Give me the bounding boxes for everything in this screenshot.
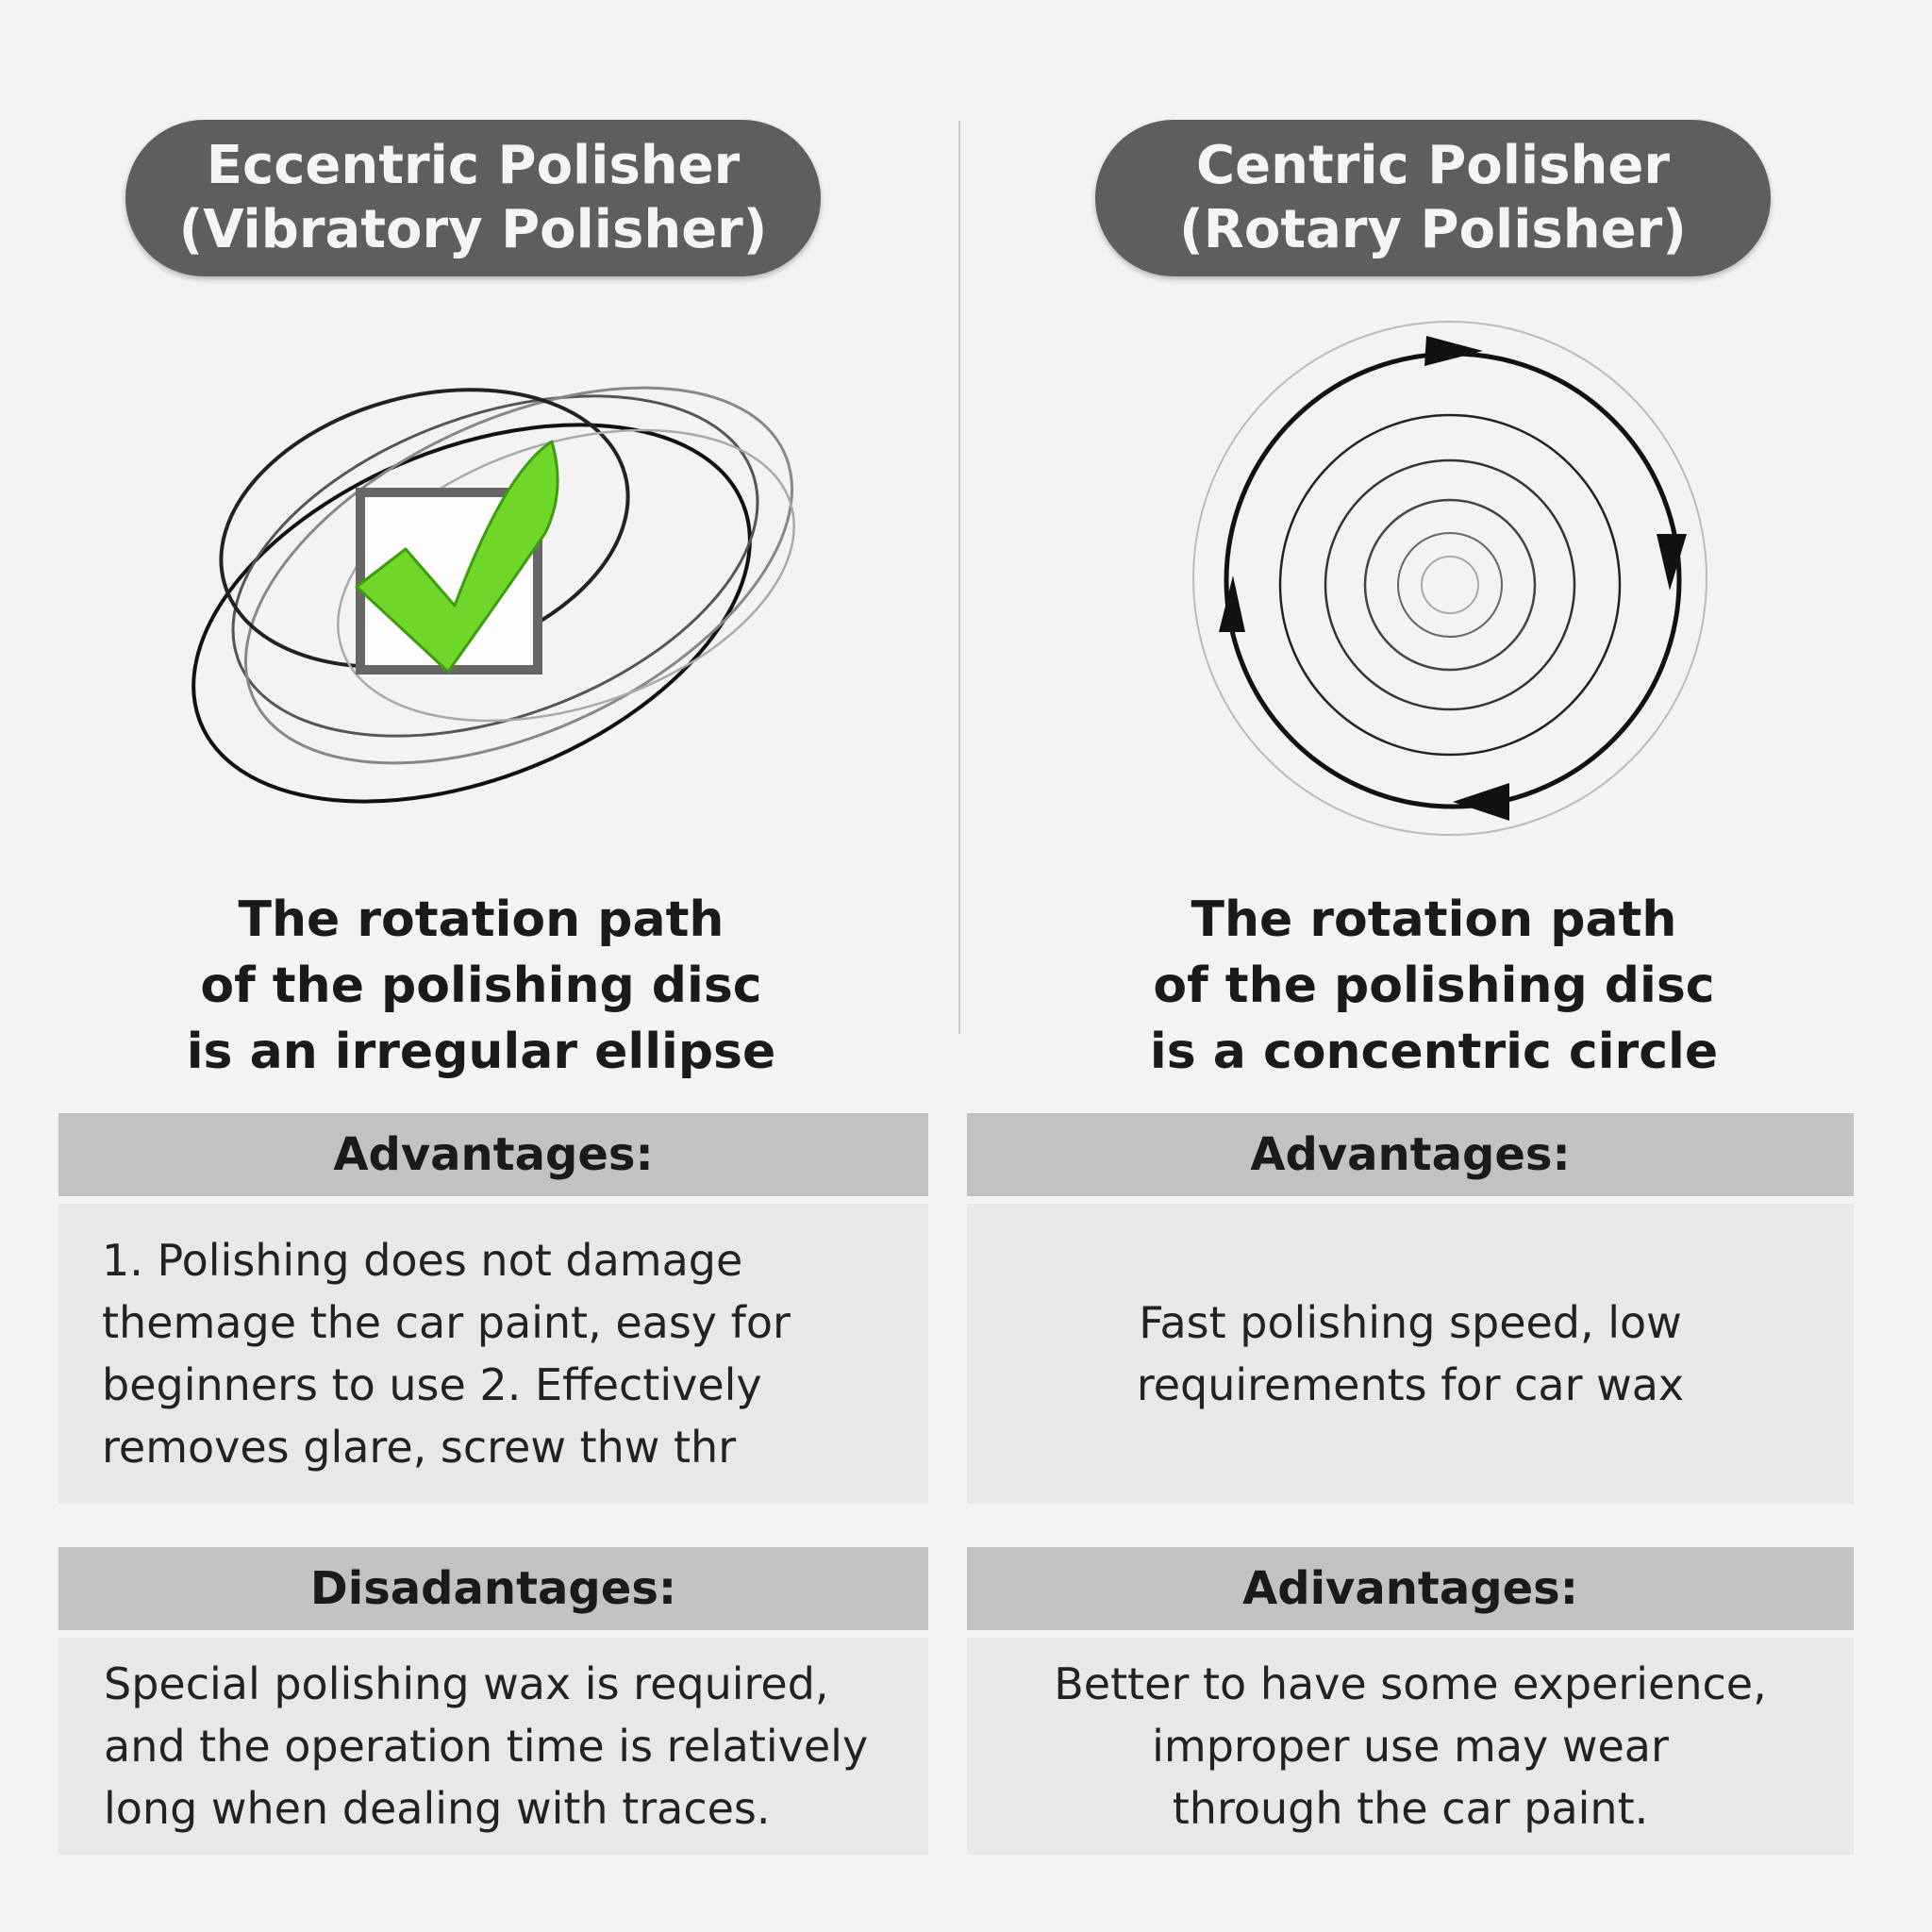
column-divider xyxy=(958,121,960,1034)
title-line: Centric Polisher xyxy=(1196,135,1670,196)
outer-circle xyxy=(1192,321,1707,836)
concentric-ring xyxy=(1421,556,1479,614)
centric-polisher-title: Centric Polisher (Rotary Polisher) xyxy=(1095,120,1771,276)
concentric-circle-illustration xyxy=(1179,311,1726,858)
concentric-ring xyxy=(1324,458,1576,711)
disadvantage-line: long when dealing with traces. xyxy=(104,1783,771,1834)
advantage-line: requirements for car wax xyxy=(1136,1359,1685,1410)
eccentric-advantages-body: 1. Polishing does not damage themage the… xyxy=(58,1204,928,1504)
eccentric-disadvantages-body: Special polishing wax is required, and t… xyxy=(58,1638,928,1855)
disadvantage-line: and the operation time is relatively xyxy=(104,1721,869,1772)
advantage-line: Fast polishing speed, low xyxy=(1139,1297,1682,1348)
arrow-head xyxy=(1424,336,1483,366)
advantage-line: themage the car paint, easy for xyxy=(102,1297,791,1348)
advantage-line: removes glare, screw thw thr xyxy=(102,1422,737,1473)
concentric-ring xyxy=(1397,532,1503,638)
title-line: Eccentric Polisher xyxy=(206,135,741,196)
checkbox-checked-icon xyxy=(355,440,559,675)
description-line: The rotation path xyxy=(1191,891,1677,948)
description-line: of the polishing disc xyxy=(200,958,762,1014)
rotation-arrows-icon xyxy=(1219,336,1687,821)
advantage-line: 1. Polishing does not damage xyxy=(102,1235,743,1286)
concentric-ring xyxy=(1363,498,1537,672)
ellipse-path-description: The rotation path of the polishing disc … xyxy=(151,887,811,1094)
centric-disadvantages-header: Adivantages: xyxy=(967,1547,1854,1630)
orbit-ellipse xyxy=(231,394,759,738)
description-line: is an irregular ellipse xyxy=(186,1024,776,1080)
title-line: (Vibratory Polisher) xyxy=(178,199,768,260)
description-line: of the polishing disc xyxy=(1153,958,1715,1014)
concentric-path-description: The rotation path of the polishing disc … xyxy=(1104,887,1764,1094)
concentric-ring xyxy=(1278,413,1622,757)
eccentric-advantages-header: Advantages: xyxy=(58,1113,928,1196)
orbit-ellipse xyxy=(192,423,752,804)
disadvantage-line: Better to have some experience, xyxy=(1054,1658,1767,1709)
arrow-head xyxy=(1657,534,1687,591)
description-line: is a concentric circle xyxy=(1149,1024,1719,1080)
orbit-ellipse xyxy=(244,386,793,765)
arrow-head xyxy=(1219,575,1245,632)
eccentric-polisher-title: Eccentric Polisher (Vibratory Polisher) xyxy=(125,120,821,276)
centric-advantages-header: Advantages: xyxy=(967,1113,1854,1196)
disadvantage-line: Special polishing wax is required, xyxy=(104,1658,829,1709)
centric-disadvantages-body: Better to have some experience, improper… xyxy=(967,1638,1854,1855)
disadvantage-line: improper use may wear xyxy=(1152,1721,1669,1772)
arrow-head xyxy=(1453,783,1509,821)
rotation-path xyxy=(1224,351,1682,809)
centric-advantages-body: Fast polishing speed, low requirements f… xyxy=(967,1204,1854,1504)
description-line: The rotation path xyxy=(238,891,724,948)
disadvantage-line: through the car paint. xyxy=(1172,1783,1649,1834)
eccentric-disadvantages-header: Disadantages: xyxy=(58,1547,928,1630)
advantage-line: beginners to use 2. Effectively xyxy=(102,1359,762,1410)
ellipse-path-illustration xyxy=(123,340,858,849)
title-line: (Rotary Polisher) xyxy=(1179,199,1687,260)
orbit-ellipse xyxy=(337,428,795,723)
